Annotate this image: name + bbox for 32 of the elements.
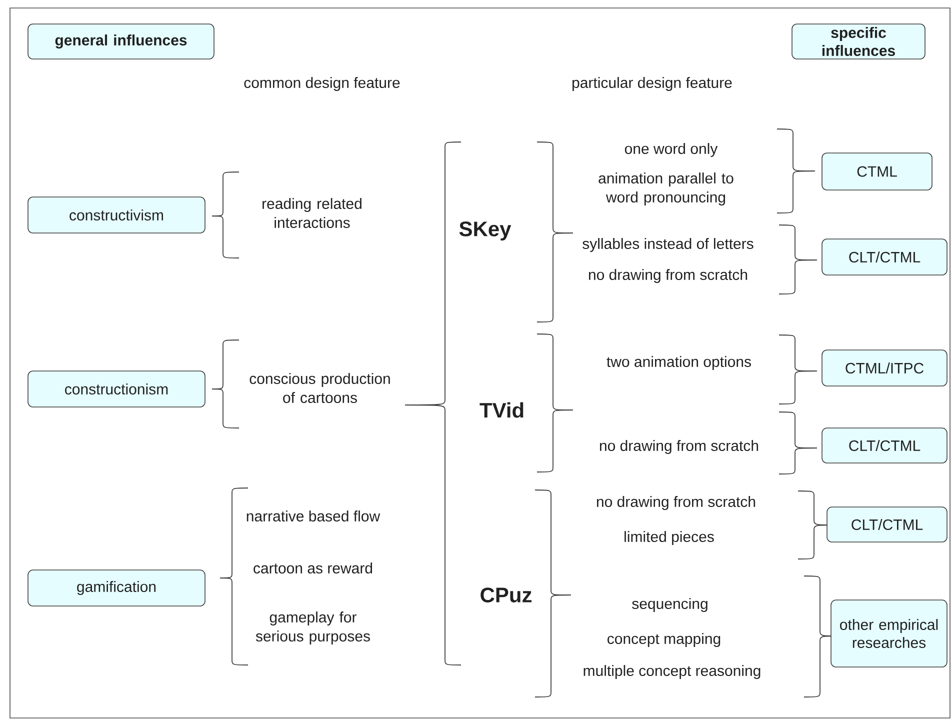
influence-box: other empirical researches <box>830 600 948 668</box>
feature-text: no drawing from scratch <box>588 269 748 283</box>
feature-text: reading related interactions <box>262 198 362 228</box>
influence-box: specific influences <box>792 24 926 60</box>
influence-box: CTML/ITPC <box>822 350 948 386</box>
feature-text: limited pieces <box>624 531 714 545</box>
influence-box: constructivism <box>28 196 206 234</box>
feature-text: syllables instead of letters <box>582 238 754 252</box>
influence-box: general influences <box>28 24 214 60</box>
feature-text: one word only <box>624 143 718 157</box>
feature-text: no drawing from scratch <box>596 496 756 510</box>
influence-box: CLT/CTML <box>822 238 948 276</box>
feature-text: narrative based flow <box>246 510 380 522</box>
game-name: TVid <box>480 402 524 418</box>
feature-text: common design feature <box>244 77 400 91</box>
feature-text: concept mapping <box>608 633 720 647</box>
feature-text: particular design feature <box>572 77 732 91</box>
game-name: CPuz <box>480 588 532 602</box>
feature-text: multiple concept reasoning <box>584 665 760 679</box>
feature-text: two animation options <box>606 356 751 370</box>
influence-box: CLT/CTML <box>822 428 948 464</box>
feature-text: no drawing from scratch <box>600 440 758 454</box>
game-name: SKey <box>459 222 512 241</box>
feature-text: sequencing <box>632 598 708 612</box>
feature-text: cartoon as reward <box>254 562 372 574</box>
influence-box: constructionism <box>28 370 206 408</box>
influence-box: gamification <box>28 570 206 606</box>
influence-box: CTML <box>822 152 932 190</box>
influence-box: CLT/CTML <box>826 506 948 542</box>
feature-text: conscious production of cartoons <box>250 373 390 403</box>
feature-text: gameplay for serious purposes <box>256 612 370 644</box>
feature-text: animation parallel to word pronouncing <box>598 172 734 206</box>
